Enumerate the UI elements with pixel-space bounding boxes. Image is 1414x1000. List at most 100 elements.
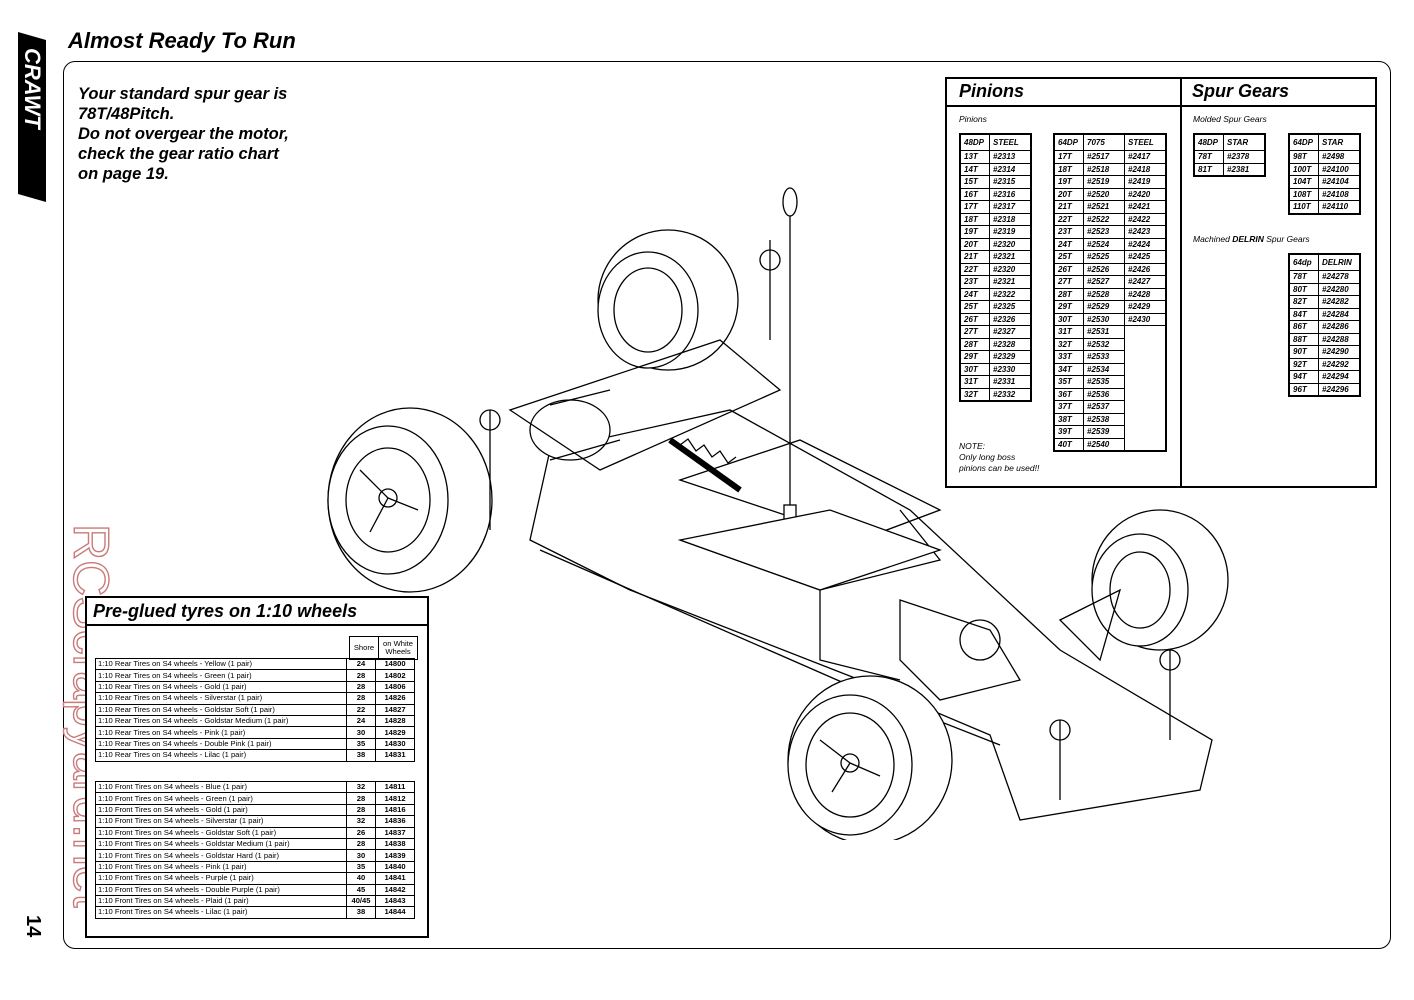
pinion-64dp-header: 7075 — [1083, 133, 1125, 151]
front-tyre-row: 1:10 Front Tires on S4 wheels - Blue (1 … — [95, 780, 415, 794]
tyre-panel-title: Pre-glued tyres on 1:10 wheels — [93, 601, 358, 621]
spur-48dp-header: 48DP — [1193, 133, 1224, 151]
pinion-48dp-row: 29T#2329 — [959, 350, 1032, 364]
delrin-row: 90T#24290 — [1288, 345, 1361, 359]
delrin-row: 92T#24292 — [1288, 357, 1361, 371]
chassis-plate — [529, 409, 1213, 821]
spur-64dp-row: 108T#24108 — [1288, 187, 1361, 201]
spur-48dp-row: 81T#2381 — [1193, 162, 1266, 177]
front-tyre-row: 1:10 Front Tires on S4 wheels - Double P… — [95, 883, 415, 896]
delrin-row: 88T#24288 — [1288, 332, 1361, 346]
pinion-64dp-row: 34T#2534 — [1053, 362, 1166, 376]
pinion-64dp-row: 40T#2540 — [1053, 437, 1166, 452]
pinion-48dp-row: 30T#2330 — [959, 362, 1032, 376]
pinion-48dp-row: 17T#2317 — [959, 200, 1032, 214]
gear-note-line: Your standard spur gear is — [78, 85, 288, 103]
spur-48dp-header: STAR — [1223, 133, 1266, 151]
pinion-64dp-row: 18T#2518#2418 — [1053, 162, 1167, 176]
pinion-64dp-row: 23T#2523#2423 — [1053, 225, 1167, 239]
pinion-64dp-row: 17T#2517#2417 — [1053, 150, 1167, 164]
shock — [668, 437, 742, 493]
page-title: Almost Ready To Run — [68, 28, 296, 53]
pinion-64dp-row: 19T#2519#2419 — [1053, 175, 1167, 189]
pinion-64dp-row: 33T#2533 — [1053, 350, 1166, 364]
pinion-64dp-row: 26T#2526#2426 — [1053, 262, 1167, 276]
front-tyre-row: 1:10 Front Tires on S4 wheels - Green (1… — [95, 792, 415, 805]
pinions-title: Pinions — [959, 81, 1025, 101]
logo-text: CRAWT — [20, 48, 45, 130]
pinion-note: NOTE: Only long boss pinions can be used… — [959, 441, 1040, 473]
delrin-header: 64dp — [1288, 253, 1319, 271]
delrin-header: DELRIN — [1318, 253, 1361, 271]
pinion-48dp-row: 18T#2318 — [959, 212, 1032, 226]
front-tyre-row: 1:10 Front Tires on S4 wheels - Goldstar… — [95, 849, 415, 862]
front-left-wheel — [787, 675, 953, 840]
front-tyre-row: 1:10 Front Tires on S4 wheels - Purple (… — [95, 872, 415, 885]
pinion-64dp-row: 20T#2520#2420 — [1053, 187, 1167, 201]
front-tyres-table: 1:10 Front Tires on S4 wheels - Blue (1 … — [95, 780, 415, 919]
page-number: 14 — [22, 915, 44, 938]
rear-right-wheel — [597, 229, 739, 371]
pinion-48dp-header: 48DP — [959, 133, 990, 151]
pinion-64dp-row: 21T#2521#2421 — [1053, 200, 1167, 214]
pinion-64dp-row: 30T#2530#2430 — [1053, 312, 1167, 326]
gear-note: Your standard spur gear is 78T/48Pitch. … — [78, 84, 338, 184]
delrin-row: 80T#24280 — [1288, 282, 1361, 296]
pinions-subtitle: Pinions — [959, 114, 987, 124]
pinion-48dp-row: 23T#2321 — [959, 275, 1032, 289]
pinion-48dp-header: STEEL — [989, 133, 1032, 151]
pinion-64dp-row: 36T#2536 — [1053, 387, 1166, 401]
spur-64dp-header: STAR — [1318, 133, 1361, 151]
motor — [508, 339, 782, 471]
pinion-64dp-row: 25T#2525#2425 — [1053, 250, 1167, 264]
delrin-row: 94T#24294 — [1288, 370, 1361, 384]
spur-64dp-row: 100T#24100 — [1288, 162, 1361, 176]
front-tyre-row: 1:10 Front Tires on S4 wheels - Gold (1 … — [95, 803, 415, 817]
gear-note-line: 78T/48Pitch. — [78, 105, 175, 123]
spur-64dp-header: 64DP — [1288, 133, 1319, 151]
pinion-48dp-row: 16T#2316 — [959, 187, 1032, 201]
rear-tyre-row: 1:10 Rear Tires on S4 wheels - Gold (1 p… — [95, 680, 415, 694]
pinion-48dp-row: 31T#2331 — [959, 375, 1032, 389]
shore-header: Shore — [349, 636, 379, 660]
gear-note-line: on page 19. — [78, 165, 169, 183]
molded-spur-label: Molded Spur Gears — [1193, 114, 1267, 124]
front-tyre-row: 1:10 Front Tires on S4 wheels - Silverst… — [95, 815, 415, 828]
gear-note-line: check the gear ratio chart — [78, 145, 279, 163]
pinion-64dp-row: 22T#2522#2422 — [1053, 212, 1167, 226]
pinion-64dp-row: 32T#2532 — [1053, 337, 1166, 351]
brand-logo: CRAWT — [18, 32, 46, 202]
content-frame — [63, 61, 1391, 949]
pinion-64dp-row: 38T#2538 — [1053, 412, 1166, 426]
spur-48dp-row: 78T#2378 — [1193, 150, 1266, 164]
rear-tyre-row: 1:10 Rear Tires on S4 wheels - Lilac (1 … — [95, 749, 415, 762]
front-tyre-row: 1:10 Front Tires on S4 wheels - Goldstar… — [95, 837, 415, 851]
body-posts — [479, 240, 1181, 800]
delrin-row: 82T#24282 — [1288, 295, 1361, 309]
pinion-48dp-row: 32T#2332 — [959, 387, 1032, 402]
pinion-48dp-row: 20T#2320 — [959, 237, 1032, 251]
delrin-row: 96T#24296 — [1288, 382, 1361, 397]
pinion-48dp-row: 21T#2321 — [959, 250, 1032, 264]
pinion-64dp-row: 39T#2539 — [1053, 425, 1166, 439]
pinion-64dp-row: 28T#2528#2428 — [1053, 287, 1167, 301]
pinion-48dp-row: 15T#2315 — [959, 175, 1032, 189]
pinion-48dp-row: 27T#2327 — [959, 325, 1032, 339]
pinion-48dp-row: 28T#2328 — [959, 337, 1032, 351]
rear-tyre-row: 1:10 Rear Tires on S4 wheels - Yellow (1… — [95, 657, 415, 671]
front-tyre-row: 1:10 Front Tires on S4 wheels - Goldstar… — [95, 826, 415, 839]
rear-tyre-row: 1:10 Rear Tires on S4 wheels - Silversta… — [95, 692, 415, 705]
spur-64dp-row: 110T#24110 — [1288, 200, 1361, 214]
machined-delrin-label: Machined DELRIN Spur Gears — [1193, 234, 1310, 244]
pinion-48dp-row: 19T#2319 — [959, 225, 1032, 239]
rear-tyre-row: 1:10 Rear Tires on S4 wheels - Goldstar … — [95, 703, 415, 716]
pinion-48dp-row: 22T#2320 — [959, 262, 1032, 276]
pinion-64dp-row: 29T#2529#2429 — [1053, 300, 1167, 314]
rear-left-wheel — [327, 407, 493, 593]
pinion-64dp-row: 27T#2527#2427 — [1053, 275, 1167, 289]
rear-tyre-row: 1:10 Rear Tires on S4 wheels - Pink (1 p… — [95, 726, 415, 739]
